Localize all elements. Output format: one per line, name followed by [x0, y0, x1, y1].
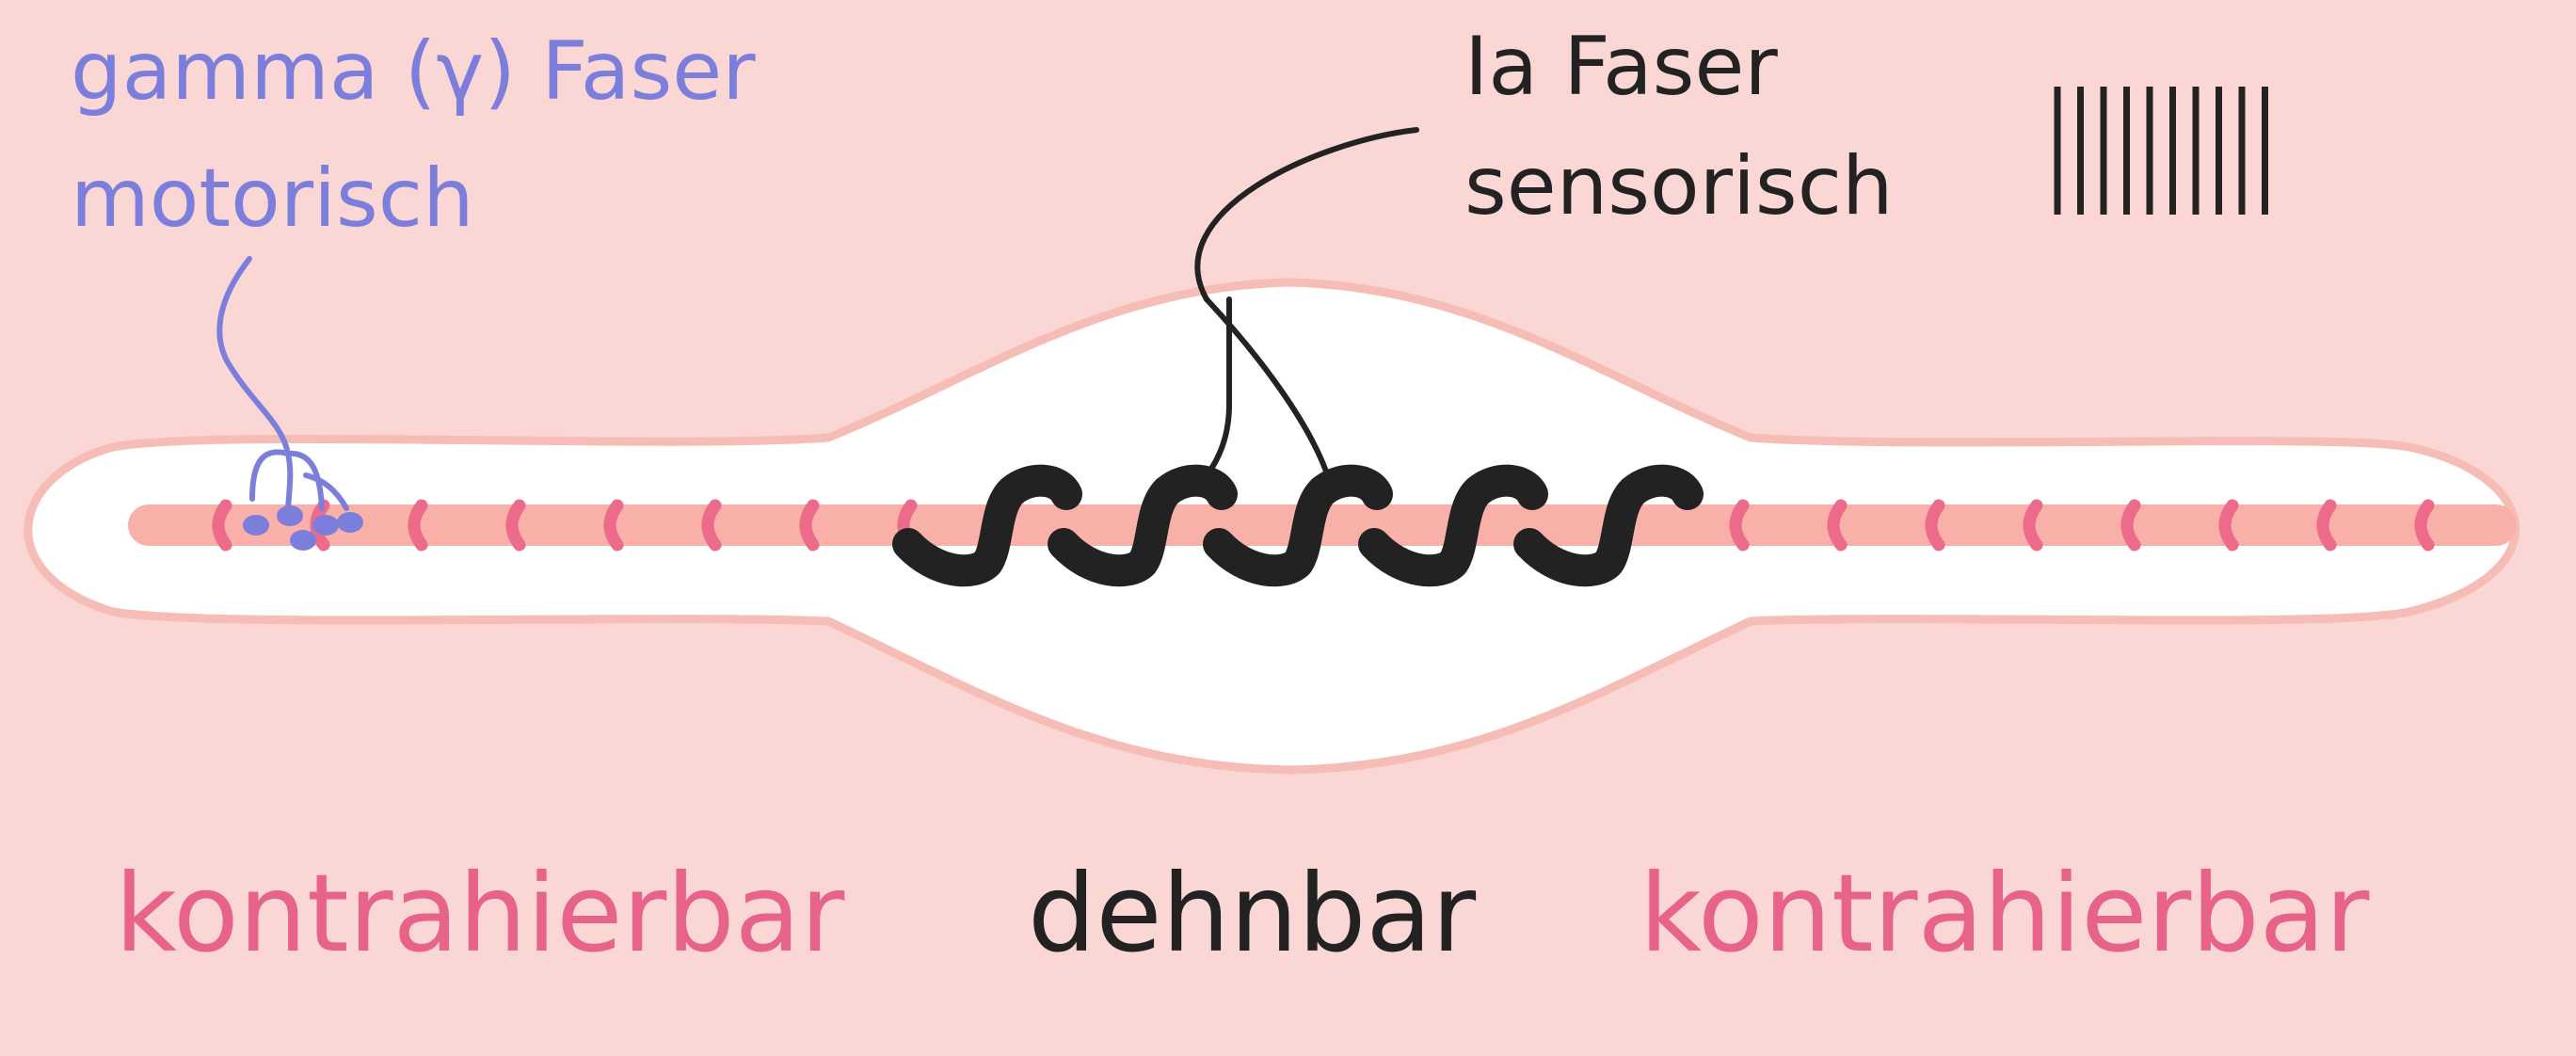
striation-mark	[2218, 499, 2239, 552]
motor-end-plate	[337, 512, 363, 533]
gamma-motor-endings	[243, 505, 363, 551]
coil-turn	[892, 464, 1082, 587]
striation-mark	[408, 499, 428, 552]
motor-end-plate	[290, 530, 316, 551]
gamma-fiber-sublabel: motorisch	[71, 152, 474, 246]
striation-mark	[2414, 499, 2435, 552]
gamma-fiber-branch	[285, 450, 325, 511]
scale-bars	[2054, 87, 2268, 215]
gamma-motor-fiber	[216, 256, 349, 511]
coil-turn	[1203, 464, 1393, 587]
gamma-fiber-label: gamma (γ) Faser	[71, 24, 756, 119]
ia-fiber-branch-right	[1204, 296, 1335, 492]
striations-right	[1729, 499, 2435, 552]
striation-mark	[1827, 499, 1848, 552]
striation-mark	[2316, 499, 2337, 552]
striation-mark	[1925, 499, 1945, 552]
region-label-right: kontrahierbar	[1640, 851, 2370, 976]
coil-turn	[1513, 464, 1704, 587]
ia-fiber-axon	[1194, 127, 1419, 302]
ia-fiber-sublabel: sensorisch	[1464, 139, 1894, 233]
motor-end-plate	[243, 515, 269, 536]
gamma-fiber-branch	[303, 472, 349, 511]
ia-fiber-branch-left	[1192, 296, 1232, 490]
ia-sensory-fiber	[1192, 127, 1419, 492]
motor-end-plate	[277, 505, 303, 526]
region-label-left: kontrahierbar	[115, 851, 845, 976]
coil-turn	[1048, 464, 1238, 587]
striation-mark	[603, 499, 624, 552]
motor-end-plate	[312, 515, 339, 536]
gamma-fiber-branch	[285, 451, 294, 511]
striation-mark	[2120, 499, 2141, 552]
ia-fiber-label: Ia Faser	[1464, 20, 1778, 114]
annulospiral-ending	[892, 464, 1704, 587]
striation-mark	[701, 499, 722, 552]
striation-mark	[1729, 499, 1750, 552]
region-label-middle: dehnbar	[1028, 851, 1476, 976]
gamma-fiber-branch	[249, 449, 291, 502]
coil-turn	[1358, 464, 1548, 587]
striation-mark	[2023, 499, 2043, 552]
striation-mark	[505, 499, 526, 552]
striation-mark	[799, 499, 820, 552]
striation-mark	[212, 499, 232, 552]
gamma-fiber-axon	[216, 256, 291, 456]
